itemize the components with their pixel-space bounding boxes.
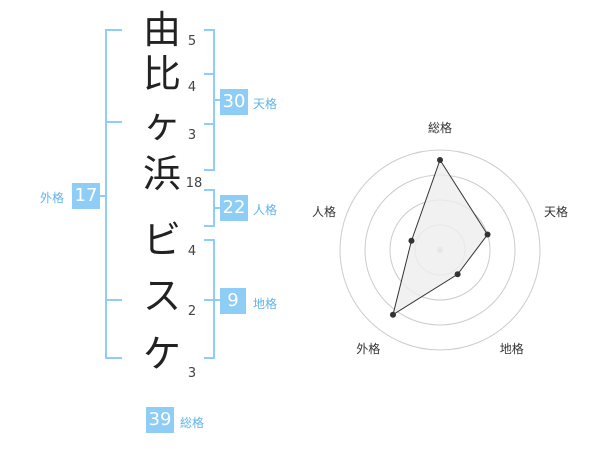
stroke-count-5: 4	[187, 244, 197, 259]
name-char-7: ケ	[142, 332, 181, 376]
soukaku-label: 総格	[180, 416, 205, 430]
radar-axis-label-jinkaku: 人格	[311, 205, 336, 220]
radar-point-3	[389, 311, 396, 318]
radar-points	[389, 157, 491, 318]
radar-axis-label-gaikaku: 外格	[356, 341, 381, 356]
tenkaku-label: 天格	[253, 97, 278, 111]
jinkaku-bracket	[204, 189, 220, 227]
name-char-4: 浜	[142, 152, 181, 196]
name-char-5: ビ	[142, 218, 181, 262]
soukaku-value: 39	[146, 407, 174, 433]
stroke-count-6: 2	[187, 304, 197, 319]
radar-axis-label-chikaku: 地格	[499, 341, 524, 356]
chikaku-value: 9	[220, 288, 246, 314]
name-char-1: 由	[142, 8, 181, 52]
tenkaku-value: 30	[220, 89, 248, 115]
name-char-2: 比	[142, 52, 181, 96]
radar-ring-4	[339, 149, 541, 351]
name-char-3: ヶ	[142, 102, 181, 146]
tenkaku-bracket	[204, 29, 220, 171]
radar-chart	[339, 149, 541, 351]
radar-point-2	[454, 271, 461, 278]
gaikaku-label: 外格	[40, 191, 65, 205]
radar-axis-label-tenkaku: 天格	[544, 205, 569, 220]
radar-series-polygon	[392, 158, 489, 316]
gaikaku-value: 17	[72, 183, 100, 209]
radar-point-0	[437, 157, 443, 163]
stroke-count-3: 3	[187, 128, 197, 143]
name-char-6: ス	[142, 274, 181, 318]
stroke-count-4: 18	[185, 176, 203, 191]
radar-point-1	[484, 231, 491, 238]
gaikaku-bracket	[96, 29, 122, 359]
chikaku-label: 地格	[253, 297, 278, 311]
stroke-count-1: 5	[187, 34, 197, 49]
chikaku-bracket	[204, 239, 220, 359]
stroke-count-2: 4	[187, 80, 197, 95]
radar-axis-label-soukaku: 総格	[427, 121, 452, 135]
stroke-count-7: 3	[187, 366, 197, 381]
radar-point-4	[408, 237, 415, 244]
jinkaku-label: 人格	[253, 203, 278, 217]
jinkaku-value: 22	[220, 195, 248, 221]
